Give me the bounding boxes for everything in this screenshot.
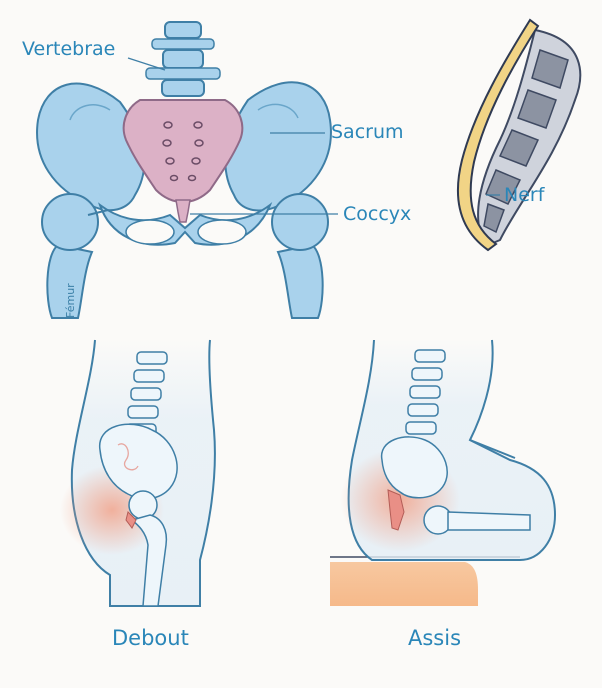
vertebral-bodies — [483, 49, 569, 234]
standing-pelvis — [99, 423, 178, 500]
left-femur — [46, 243, 94, 319]
standing-figure — [60, 339, 216, 607]
vertebrae — [145, 21, 221, 97]
nerve-label: Nerf — [504, 184, 545, 206]
seat — [330, 562, 478, 606]
pelvis-diagram — [36, 21, 338, 319]
sitting-spine — [405, 349, 446, 435]
vertebrae-label: Vertebrae — [22, 38, 116, 60]
coccyx — [175, 199, 191, 223]
sitting-figure — [330, 339, 557, 606]
sacrum — [122, 99, 244, 204]
nerve-diagram — [456, 18, 582, 252]
standing-caption: Debout — [112, 626, 189, 650]
femur-label: Fémur — [64, 283, 77, 318]
left-ilium — [36, 82, 146, 212]
sacrum-label: Sacrum — [331, 121, 404, 143]
sitting-caption: Assis — [408, 626, 462, 650]
left-obturator — [125, 219, 175, 245]
right-femoral-head — [271, 193, 329, 251]
right-femur — [276, 243, 324, 319]
sitting-pelvis — [381, 436, 448, 499]
left-femoral-head — [41, 193, 99, 251]
coccyx-label: Coccyx — [343, 203, 412, 225]
nerve-path — [456, 18, 540, 252]
right-ilium — [224, 81, 332, 212]
sacral-foramina — [162, 121, 204, 182]
right-obturator — [197, 219, 247, 245]
